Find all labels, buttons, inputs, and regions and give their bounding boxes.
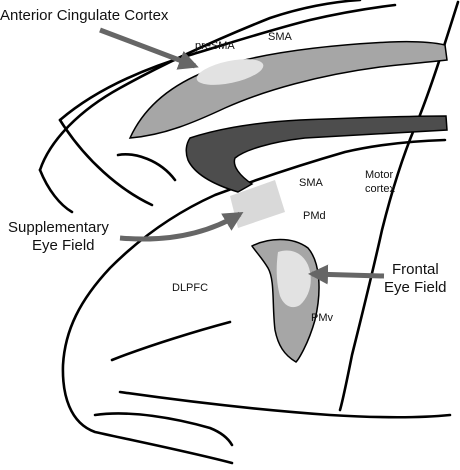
callosal-sulcus: [118, 154, 175, 180]
presma-label: preSMA: [195, 40, 235, 52]
dlpfc-label: DLPFC: [172, 282, 208, 294]
sef-label-line1: Supplementary: [8, 219, 109, 236]
inferior-frontal-sulcus: [112, 322, 230, 360]
sma-lateral-label: SMA: [299, 177, 324, 189]
fef-label-line1: Frontal: [392, 261, 439, 278]
fef-label-line2: Eye Field: [384, 279, 447, 296]
motor-label-line1: Motor: [365, 169, 393, 181]
sef-label-line2: Eye Field: [32, 237, 95, 254]
fef-arrow: [312, 274, 384, 276]
upper-left-edge: [40, 170, 72, 212]
orbital-outline: [95, 413, 232, 445]
pmd-label: PMd: [303, 210, 326, 222]
acc-arrow: [100, 30, 195, 66]
motor-label-line2: cortex: [365, 183, 395, 195]
sma-top-label: SMA: [268, 31, 293, 43]
sef-arrow: [120, 214, 240, 239]
lateral-sulcus: [120, 392, 450, 417]
acc-label: Anterior Cingulate Cortex: [0, 7, 169, 24]
pmv-label: PMv: [311, 312, 334, 324]
